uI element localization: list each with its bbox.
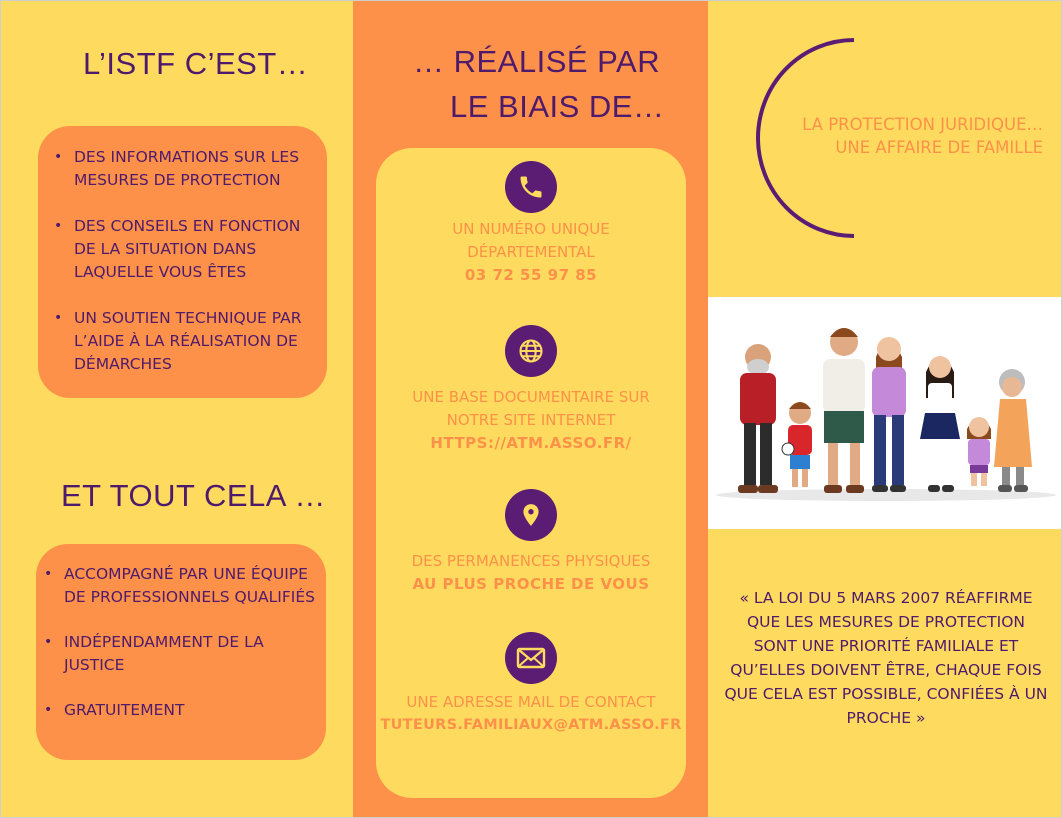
grandfather-figure	[738, 344, 778, 493]
website-text-line1: UNE BASE DOCUMENTAIRE SUR	[412, 388, 650, 406]
middle-panel: … RÉALISÉ PAR LE BIAIS DE… UN NUMÉRO UNI…	[353, 1, 708, 817]
father-figure	[823, 328, 865, 493]
decorative-arc	[756, 38, 855, 238]
list-item: GRATUITEMENT	[38, 699, 320, 722]
envelope-icon	[505, 632, 557, 684]
law-quote: « LA LOI DU 5 MARS 2007 RÉAFFIRME QUE LE…	[724, 589, 1048, 727]
conditions-list: ACCOMPAGNÉ PAR UNE ÉQUIPE DE PROFESSIONN…	[38, 563, 320, 722]
conditions-box: ACCOMPAGNÉ PAR UNE ÉQUIPE DE PROFESSIONN…	[36, 544, 326, 760]
list-item: INDÉPENDAMMENT DE LA JUSTICE	[38, 631, 320, 677]
phone-text-line1: UN NUMÉRO UNIQUE	[452, 220, 610, 238]
services-list: DES INFORMATIONS SUR LES MESURES DE PROT…	[48, 146, 323, 376]
phone-number[interactable]: 03 72 55 97 85	[464, 266, 598, 284]
email-address[interactable]: TUTEURS.FAMILIAUX@ATM.ASSO.FR	[380, 717, 682, 733]
channels-box: UN NUMÉRO UNIQUE DÉPARTEMENTAL 03 72 55 …	[376, 148, 686, 798]
list-item: UN SOUTIEN TECHNIQUE PAR L’AIDE À LA RÉA…	[48, 307, 323, 376]
website-text-line2: NOTRE SITE INTERNET	[446, 411, 616, 429]
istf-heading: L’ISTF C’EST…	[83, 46, 309, 81]
family-illustration	[708, 297, 1061, 529]
email-text-line1: UNE ADRESSE MAIL DE CONTACT	[406, 693, 656, 711]
phone-icon	[505, 161, 557, 213]
phone-text-line2: DÉPARTEMENTAL	[467, 243, 595, 261]
phone-feature: UN NUMÉRO UNIQUE DÉPARTEMENTAL 03 72 55 …	[376, 161, 686, 287]
small-girl-figure	[967, 417, 991, 486]
grandmother-figure	[994, 369, 1032, 492]
tagline-line2: UNE AFFAIRE DE FAMILLE	[835, 138, 1043, 157]
realise-heading-line1: … RÉALISÉ PAR	[413, 44, 661, 79]
services-box: DES INFORMATIONS SUR LES MESURES DE PROT…	[38, 126, 327, 398]
mother-figure	[872, 337, 906, 492]
boy-figure	[781, 402, 812, 487]
and-all-that-heading: ET TOUT CELA …	[61, 478, 326, 513]
location-pin-icon	[505, 489, 557, 541]
email-feature: UNE ADRESSE MAIL DE CONTACT TUTEURS.FAMI…	[376, 632, 686, 737]
website-link[interactable]: HTTPS://ATM.ASSO.FR/	[430, 434, 632, 452]
girl-figure	[920, 356, 960, 492]
tagline: LA PROTECTION JURIDIQUE… UNE AFFAIRE DE …	[761, 113, 1043, 159]
location-bold: AU PLUS PROCHE DE VOUS	[412, 575, 650, 593]
list-item: DES CONSEILS EN FONCTION DE LA SITUATION…	[48, 215, 323, 284]
location-text-line1: DES PERMANENCES PHYSIQUES	[411, 552, 651, 570]
tagline-line1: LA PROTECTION JURIDIQUE…	[802, 115, 1043, 134]
globe-icon	[505, 325, 557, 377]
list-item: ACCOMPAGNÉ PAR UNE ÉQUIPE DE PROFESSIONN…	[38, 563, 320, 609]
list-item: DES INFORMATIONS SUR LES MESURES DE PROT…	[48, 146, 323, 192]
realise-heading-line2: LE BIAIS DE…	[450, 89, 665, 124]
location-feature: DES PERMANENCES PHYSIQUES AU PLUS PROCHE…	[376, 489, 686, 596]
website-feature: UNE BASE DOCUMENTAIRE SUR NOTRE SITE INT…	[376, 325, 686, 455]
